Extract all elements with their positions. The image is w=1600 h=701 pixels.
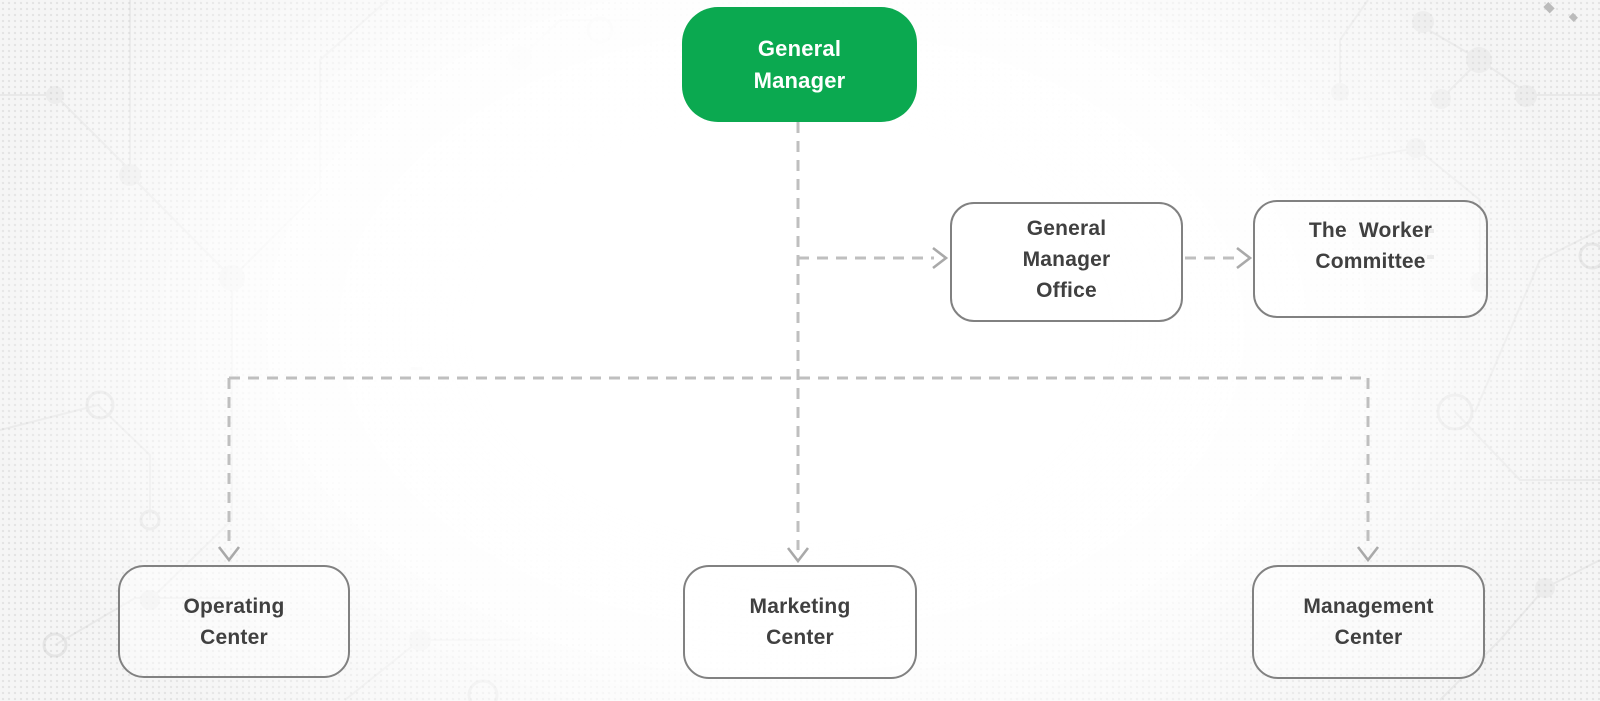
arrowhead-into-operating bbox=[217, 546, 241, 563]
node-general-manager-office: General Manager Office bbox=[950, 202, 1183, 322]
arrowhead-into-management bbox=[1356, 546, 1380, 563]
node-management-center: Management Center bbox=[1252, 565, 1485, 679]
node-worker-committee: The Worker Committee bbox=[1253, 200, 1488, 318]
node-operating-center: Operating Center bbox=[118, 565, 350, 678]
arrowhead-into-office bbox=[932, 246, 949, 270]
node-marketing-center: Marketing Center bbox=[683, 565, 917, 679]
node-general-manager: General Manager bbox=[682, 7, 917, 122]
arrowhead-into-marketing bbox=[786, 547, 810, 564]
arrowhead-into-committee bbox=[1236, 246, 1253, 270]
